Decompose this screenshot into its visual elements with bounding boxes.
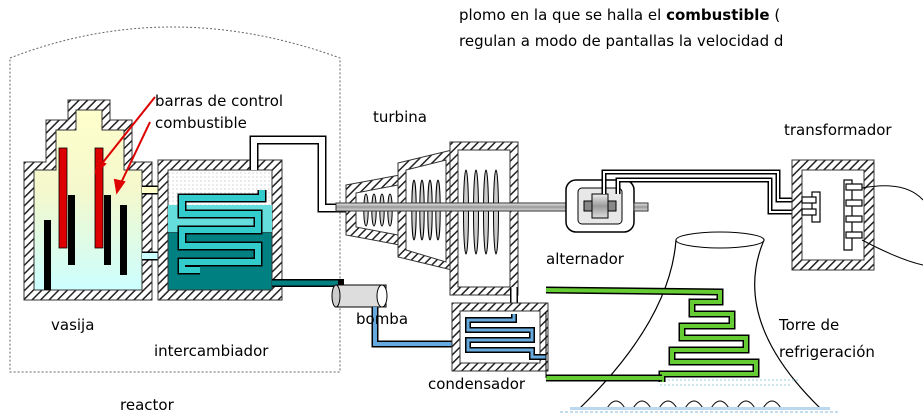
- cooling-tower: [545, 231, 840, 413]
- label-combustible: combustible: [155, 114, 247, 132]
- label-reactor: reactor: [120, 396, 174, 414]
- fuel-rod: [44, 220, 51, 290]
- heat-exchanger: [157, 159, 283, 301]
- label-vasija: vasija: [51, 316, 95, 334]
- pump: [331, 284, 388, 308]
- label-turbina: turbina: [373, 108, 427, 126]
- transformer: [791, 159, 923, 271]
- label-torre-line2: refrigeración: [779, 343, 875, 361]
- control-rod: [58, 147, 68, 249]
- shaft: [335, 202, 587, 212]
- reactor-vessel: [23, 99, 153, 301]
- label-alternador: alternador: [546, 250, 624, 268]
- intro-line-1: plomo en la que se halla el combustible …: [459, 6, 781, 24]
- label-arrows: [94, 96, 156, 195]
- fuel-rod: [68, 195, 75, 265]
- alternator: [565, 179, 649, 233]
- reactor-containment: [9, 26, 341, 373]
- fuel-rod: [104, 195, 111, 265]
- label-transformador: transformador: [784, 121, 892, 139]
- fuel-rod: [120, 205, 127, 275]
- label-torre-line1: Torre de: [779, 316, 840, 334]
- condenser: [451, 302, 549, 378]
- label-condensador: condensador: [426, 375, 528, 393]
- intro-bold-word: combustible: [666, 6, 770, 24]
- label-bomba: bomba: [356, 310, 409, 328]
- intro-line-2: regulan a modo de pantallas la velocidad…: [459, 32, 784, 50]
- turbine: [345, 141, 519, 296]
- label-intercambiador: intercambiador: [154, 342, 269, 360]
- control-rod: [94, 147, 104, 249]
- label-barras-de-control: barras de control: [155, 92, 284, 110]
